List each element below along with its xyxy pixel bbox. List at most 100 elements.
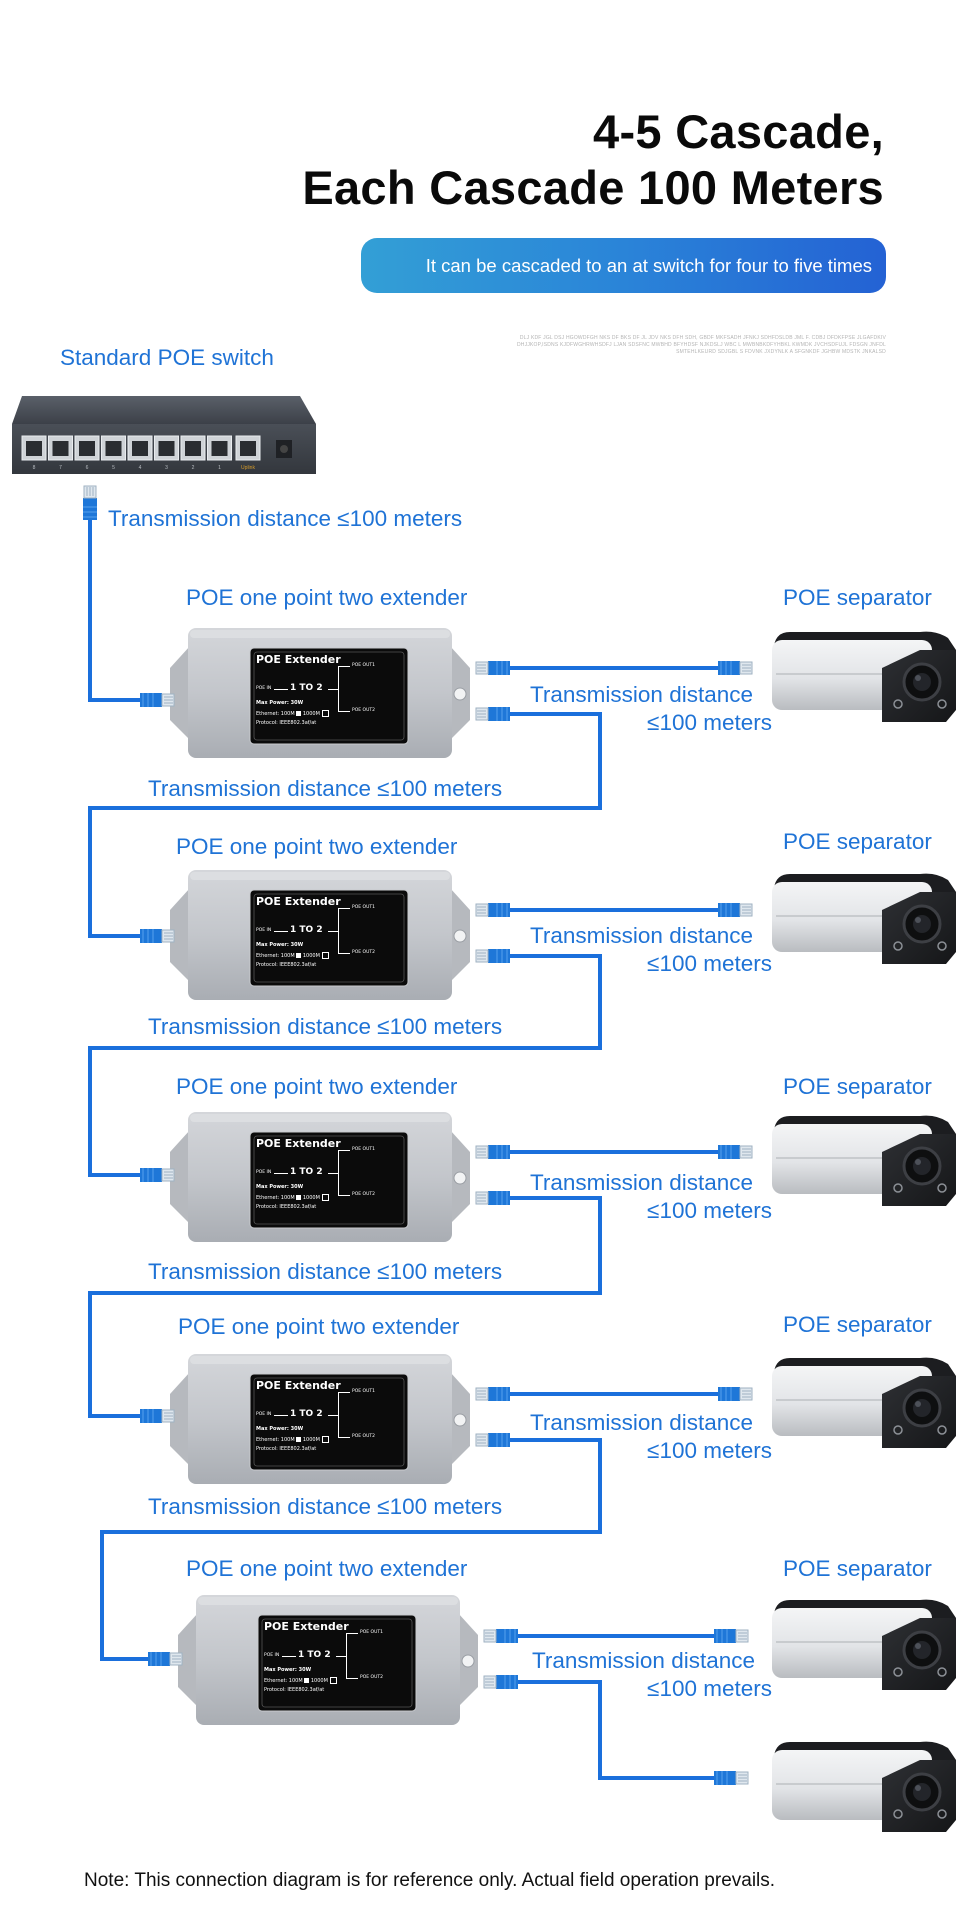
extender-5-out2-plug — [483, 1674, 519, 1690]
separator-label: POE separator — [783, 829, 932, 854]
faceplate-out2: POE OUT2 — [352, 1434, 375, 1439]
separator-label: POE separator — [783, 1556, 932, 1581]
faceplate-protocol: Protocol: IEEE802.3af/at — [256, 1446, 317, 1452]
faceplate-line-vertical — [338, 666, 339, 712]
faceplate-line-mid — [336, 1656, 346, 1657]
switch-cable-plug — [82, 485, 98, 521]
faceplate-poe-in: POE IN — [256, 928, 272, 933]
link-distance-label: Transmission distance ≤100 meters — [148, 776, 503, 801]
switch-port-number: 3 — [165, 465, 168, 471]
extender-3-in-plug — [139, 1167, 175, 1183]
faceplate-checkbox-empty — [321, 1194, 329, 1201]
extender-4-out2-plug — [475, 1432, 511, 1448]
faceplate-ratio: 1 TO 2 — [290, 925, 323, 935]
side-distance-label-line2: ≤100 meters — [647, 1438, 772, 1463]
switch-port-socket — [158, 441, 175, 456]
faceplate-line-out2 — [338, 1437, 350, 1438]
extender-4-in-plug — [139, 1408, 175, 1424]
faceplate-title: POE Extender — [256, 653, 341, 666]
faceplate-line-vertical — [338, 1392, 339, 1438]
extender-1-out2-plug — [475, 706, 511, 722]
faceplate-power: Max Power: 30W — [256, 1426, 304, 1432]
cable-extender-2-to-extender-3 — [88, 954, 602, 1177]
separator-label: POE separator — [783, 585, 932, 610]
switch-power-jack-pin — [280, 445, 288, 453]
separator-label: POE separator — [783, 1312, 932, 1337]
faceplate-poe-in: POE IN — [256, 1412, 272, 1417]
faceplate-ethernet: Ethernet: 100M 1000M — [256, 952, 329, 959]
faceplate-line-out1 — [338, 666, 350, 667]
extender-3-out1-plug — [475, 1144, 511, 1160]
faceplate-line-vertical — [346, 1633, 347, 1679]
camera-3-plug — [717, 1144, 753, 1160]
side-distance-label-line1: Transmission distance — [530, 923, 754, 948]
title-line-1: 4-5 Cascade, — [593, 105, 884, 158]
camera-1 — [770, 630, 958, 724]
cable-extender-4-to-extender-5 — [100, 1438, 602, 1661]
side-distance-label-line2: ≤100 meters — [647, 1198, 772, 1223]
extender-1-out1-plug — [475, 660, 511, 676]
faceplate-checkbox-empty — [321, 1436, 329, 1443]
faceplate-power: Max Power: 30W — [256, 942, 304, 948]
extender-2-out1-plug — [475, 902, 511, 918]
footer-note: Note: This connection diagram is for ref… — [84, 1870, 776, 1891]
faceplate-power: Max Power: 30W — [264, 1667, 312, 1673]
faceplate-out1: POE OUT1 — [352, 663, 375, 668]
extender-5-out1-plug — [483, 1628, 519, 1644]
cables — [88, 520, 720, 1780]
faceplate-ethernet-100m: Ethernet: 100M — [264, 1678, 303, 1684]
switch-port-socket — [52, 441, 69, 456]
faceplate-ratio: 1 TO 2 — [290, 683, 323, 693]
switch-port-socket — [26, 441, 42, 456]
faceplate-poe-in: POE IN — [256, 1170, 272, 1175]
faceplate-line-out2 — [338, 1195, 350, 1196]
extender-faceplate: POE Extender POE IN 1 TO 2 POE OUT1 POE … — [250, 890, 400, 978]
switch-port-number: 7 — [59, 465, 62, 471]
faceplate-line-out2 — [338, 953, 350, 954]
side-distance-label-line1: Transmission distance — [530, 1170, 754, 1195]
faceplate-out1: POE OUT1 — [360, 1630, 383, 1635]
faceplate-line-out2 — [338, 711, 350, 712]
faceplate-title: POE Extender — [256, 1379, 341, 1392]
extender-label: POE one point two extender — [176, 834, 458, 859]
faceplate-out2: POE OUT2 — [352, 708, 375, 713]
faceplate-ratio: 1 TO 2 — [290, 1167, 323, 1177]
faceplate-line-mid — [328, 689, 338, 690]
faceplate-title: POE Extender — [256, 895, 341, 908]
extender-faceplate: POE Extender POE IN 1 TO 2 POE OUT1 POE … — [250, 1374, 400, 1462]
cable-extender-3-to-extender-4 — [88, 1196, 602, 1418]
faceplate-title: POE Extender — [256, 1137, 341, 1150]
camera-3 — [770, 1114, 958, 1208]
faceplate-line-vertical — [338, 908, 339, 954]
faceplate-poe-in: POE IN — [264, 1653, 280, 1658]
camera-5-plug — [713, 1628, 749, 1644]
faceplate-out1: POE OUT1 — [352, 1147, 375, 1152]
faceplate-ratio: 1 TO 2 — [290, 1409, 323, 1419]
faceplate-line-out2 — [346, 1678, 358, 1679]
extender-faceplate: POE Extender POE IN 1 TO 2 POE OUT1 POE … — [250, 1132, 400, 1220]
switch-port-number: 1 — [218, 465, 221, 471]
switch-port-number: 4 — [139, 465, 142, 471]
switch-port-socket — [105, 441, 122, 456]
faceplate-checkbox-empty — [329, 1677, 337, 1684]
extender-label: POE one point two extender — [186, 585, 468, 610]
camera-1-plug — [717, 660, 753, 676]
faceplate-checkbox-checked — [304, 1678, 310, 1683]
faceplate-ethernet-1000m: 1000M — [302, 1437, 320, 1443]
switch-port-socket — [79, 441, 95, 456]
faceplate-protocol: Protocol: IEEE802.3af/at — [256, 962, 317, 968]
faceplate-ethernet-100m: Ethernet: 100M — [256, 953, 295, 959]
faceplate-ethernet: Ethernet: 100M 1000M — [264, 1677, 337, 1684]
faceplate-ethernet-1000m: 1000M — [302, 1195, 320, 1201]
faceplate-title: POE Extender — [264, 1620, 349, 1633]
faceplate-poe-in: POE IN — [256, 686, 272, 691]
fine-print: DLJ KDF JGL DSJ HGOWDFGH NKS DF BKS DF J… — [517, 335, 886, 355]
link-distance-label: Transmission distance ≤100 meters — [148, 1494, 503, 1519]
extender-label: POE one point two extender — [186, 1556, 468, 1581]
switch-port-number: 5 — [112, 465, 115, 471]
switch-label: Standard POE switch — [60, 345, 274, 370]
extender-1-in-plug — [139, 692, 175, 708]
faceplate-checkbox-checked — [296, 953, 302, 958]
switch-port-number: 6 — [86, 465, 89, 471]
switch-uplink-label: Uplink — [241, 465, 255, 471]
